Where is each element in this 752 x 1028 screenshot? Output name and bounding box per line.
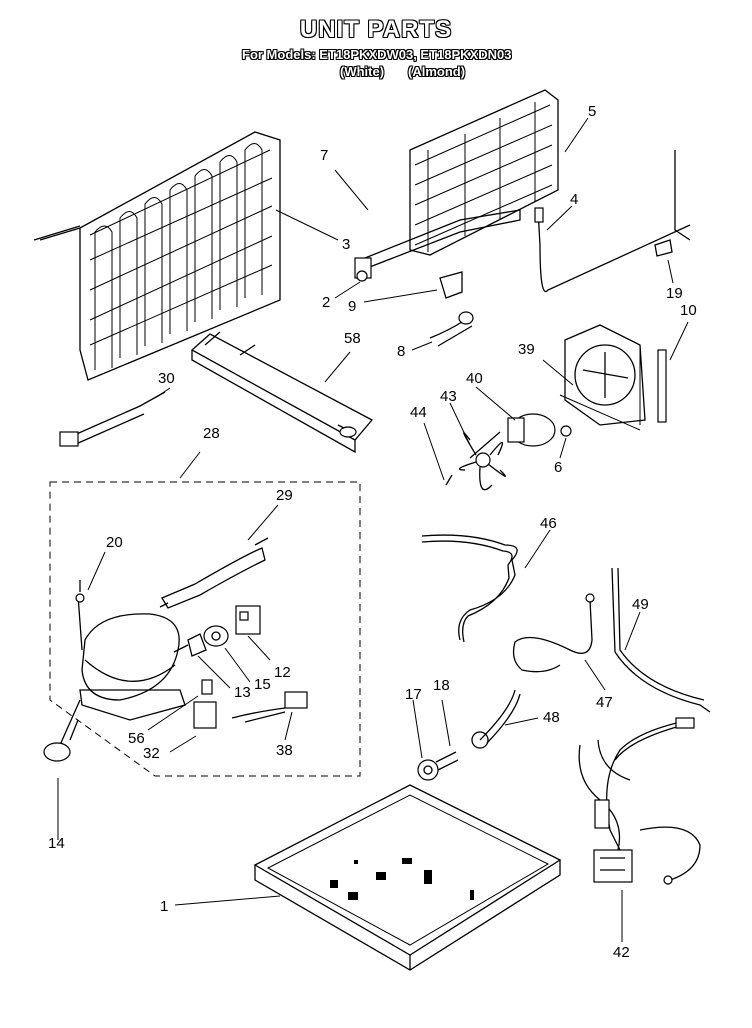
callout-32: 32 <box>143 745 160 762</box>
variant-almond: (Almond) <box>408 64 466 79</box>
wiring-harness-drawing <box>578 717 701 885</box>
leader-7 <box>334 169 369 211</box>
callout-10: 10 <box>680 302 697 319</box>
leader-30 <box>154 387 171 399</box>
callout-56: 56 <box>128 730 145 747</box>
leader-38 <box>284 711 293 741</box>
callout-44: 44 <box>410 404 427 421</box>
panel-strip-drawing <box>657 349 667 423</box>
leader-43 <box>449 402 471 446</box>
callout-46: 46 <box>540 515 557 532</box>
leader-17 <box>412 699 423 759</box>
base-pan-drawing <box>253 784 562 971</box>
models-line: For Models: ET18PKXDW03, ET18PKXDN03 <box>242 47 512 62</box>
callout-5: 5 <box>588 103 597 120</box>
leader-13 <box>197 655 231 689</box>
callout-4: 4 <box>570 191 579 208</box>
leader-15 <box>224 647 251 683</box>
roller-drawing <box>417 751 459 781</box>
leader-8 <box>411 341 433 351</box>
callout-13: 13 <box>234 684 251 701</box>
compressor-kit-boundary <box>49 481 361 777</box>
callout-48: 48 <box>543 709 560 726</box>
callout-49: 49 <box>632 596 649 613</box>
drain-trough-drawing <box>190 331 374 454</box>
leader-18 <box>441 699 451 747</box>
leader-29 <box>247 504 279 541</box>
callout-58: 58 <box>344 330 361 347</box>
callout-17: 17 <box>405 686 422 703</box>
leader-39 <box>542 359 574 386</box>
callout-8: 8 <box>397 343 406 360</box>
callout-29: 29 <box>276 487 293 504</box>
drain-heater-drawing <box>429 311 474 347</box>
evaporator-drawing <box>354 89 691 299</box>
leader-49 <box>624 611 641 651</box>
callout-15: 15 <box>254 676 271 693</box>
leader-12 <box>247 635 271 661</box>
leader-4 <box>546 205 573 231</box>
callout-28: 28 <box>203 425 220 442</box>
filter-drier-drawing <box>159 537 269 609</box>
leader-2 <box>334 281 361 299</box>
callout-9: 9 <box>348 298 357 315</box>
callout-40: 40 <box>466 370 483 387</box>
leader-20 <box>87 551 106 591</box>
leader-10 <box>669 321 689 361</box>
callout-2: 2 <box>322 294 331 311</box>
callout-42: 42 <box>613 944 630 961</box>
callout-38: 38 <box>276 742 293 759</box>
callout-47: 47 <box>596 694 613 711</box>
callout-12: 12 <box>274 664 291 681</box>
leader-3 <box>275 209 339 241</box>
leader-5 <box>564 117 589 153</box>
leader-19 <box>667 259 674 284</box>
fan-shroud-drawing <box>559 324 646 431</box>
diagram-title: UNIT PARTS <box>299 16 453 43</box>
callout-14: 14 <box>48 835 65 852</box>
leader-48 <box>504 717 539 726</box>
callout-18: 18 <box>433 677 450 694</box>
callout-39: 39 <box>518 341 535 358</box>
callout-20: 20 <box>106 534 123 551</box>
callout-7: 7 <box>320 147 329 164</box>
variant-white: (White) <box>340 64 385 79</box>
condenser-coil-drawing <box>33 131 281 381</box>
leader-40 <box>475 386 516 421</box>
leader-58 <box>324 351 351 383</box>
capillary-tube-drawing <box>59 391 166 447</box>
callout-1: 1 <box>160 898 169 915</box>
leader-32 <box>169 735 197 753</box>
leader-6 <box>559 437 567 459</box>
leader-28 <box>179 451 201 479</box>
callout-43: 43 <box>440 388 457 405</box>
leader-56 <box>147 695 199 731</box>
tubing-drawing <box>421 534 711 749</box>
leader-44 <box>423 422 445 481</box>
electrical-start-parts-drawing <box>173 605 308 729</box>
leader-47 <box>584 659 606 691</box>
callout-6: 6 <box>554 459 563 476</box>
compressor-drawing <box>43 580 186 762</box>
leader-9 <box>363 289 438 303</box>
leader-46 <box>524 529 551 569</box>
leader-1 <box>174 895 281 906</box>
condenser-fan-drawing <box>445 413 572 491</box>
callout-30: 30 <box>158 370 175 387</box>
callout-19: 19 <box>666 285 683 302</box>
callout-3: 3 <box>342 236 351 253</box>
